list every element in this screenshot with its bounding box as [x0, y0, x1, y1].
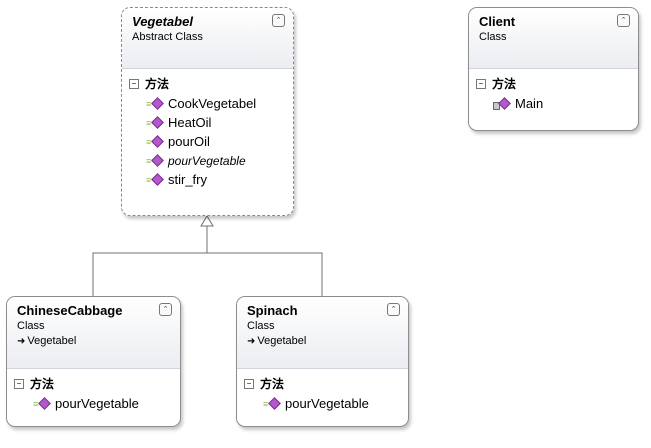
method-label: pourVegetable: [168, 153, 246, 168]
method-list: ≡ pourVegetable: [237, 394, 408, 413]
section-label: 方法: [30, 377, 55, 391]
static-method-icon: [493, 96, 511, 110]
inheritance-arrowhead-icon: [200, 215, 214, 227]
class-kind: Class: [479, 31, 507, 43]
method-item[interactable]: ≡ HeatOil: [146, 113, 293, 132]
method-item[interactable]: Main: [493, 94, 638, 113]
class-header: Client Class ⌃: [469, 8, 638, 69]
class-spinach[interactable]: Spinach Class ➜Vegetabel ⌃ − 方法 ≡ pourVeg…: [236, 296, 409, 427]
inheritance-arrow-icon: ➜: [17, 336, 26, 347]
class-kind: Class: [17, 320, 45, 332]
method-list: ≡ pourVegetable: [7, 394, 180, 413]
inheritance-branch-line: [92, 252, 323, 296]
collapse-chevron-icon[interactable]: ⌃: [159, 303, 172, 316]
method-list: Main: [469, 94, 638, 113]
method-label: CookVegetabel: [168, 96, 257, 111]
class-client[interactable]: Client Class ⌃ − 方法 Main: [468, 7, 639, 131]
class-kind: Abstract Class: [132, 31, 203, 43]
class-header: ChineseCabbage Class ➜Vegetabel ⌃: [7, 297, 180, 369]
collapse-chevron-icon[interactable]: ⌃: [387, 303, 400, 316]
method-item[interactable]: ≡ pourVegetable: [33, 394, 180, 413]
class-chinese-cabbage[interactable]: ChineseCabbage Class ➜Vegetabel ⌃ − 方法 ≡…: [6, 296, 181, 427]
class-name: Vegetabel: [132, 14, 193, 29]
base-class-ref: ➜Vegetabel: [247, 334, 400, 349]
class-name: Client: [479, 14, 516, 29]
methods-section-header[interactable]: − 方法: [237, 369, 408, 394]
method-label: Main: [515, 96, 544, 111]
section-label: 方法: [260, 377, 285, 391]
minus-box-icon[interactable]: −: [244, 378, 254, 389]
base-class-name: Vegetabel: [27, 335, 77, 347]
method-icon: ≡: [146, 153, 164, 167]
minus-box-icon[interactable]: −: [476, 78, 486, 89]
class-kind: Class: [247, 320, 275, 332]
method-label: HeatOil: [168, 115, 212, 130]
method-item[interactable]: ≡ CookVegetabel: [146, 94, 293, 113]
base-class-name: Vegetabel: [257, 335, 307, 347]
class-name: Spinach: [247, 303, 298, 318]
method-icon: ≡: [146, 115, 164, 129]
collapse-chevron-icon[interactable]: ⌃: [272, 14, 285, 27]
method-icon: ≡: [146, 134, 164, 148]
methods-section-header[interactable]: − 方法: [7, 369, 180, 394]
method-label: stir_fry: [168, 172, 207, 187]
methods-section-header[interactable]: − 方法: [122, 69, 293, 94]
section-label: 方法: [145, 77, 170, 91]
method-item[interactable]: ≡ stir_fry: [146, 170, 293, 189]
method-item[interactable]: ≡ pourVegetable: [263, 394, 408, 413]
class-header: Spinach Class ➜Vegetabel ⌃: [237, 297, 408, 369]
base-class-ref: ➜Vegetabel: [17, 334, 172, 349]
method-icon: ≡: [263, 396, 281, 410]
method-label: pourVegetable: [55, 396, 139, 411]
method-item[interactable]: ≡ pourOil: [146, 132, 293, 151]
method-icon: ≡: [146, 96, 164, 110]
method-label: pourOil: [168, 134, 210, 149]
methods-section-header[interactable]: − 方法: [469, 69, 638, 94]
class-name: ChineseCabbage: [17, 303, 123, 318]
class-header: Vegetabel Abstract Class ⌃: [122, 8, 293, 69]
inheritance-arrow-icon: ➜: [247, 336, 256, 347]
class-vegetabel[interactable]: Vegetabel Abstract Class ⌃ − 方法 ≡ CookVeg…: [121, 7, 294, 216]
collapse-chevron-icon[interactable]: ⌃: [617, 14, 630, 27]
method-item-abstract[interactable]: ≡ pourVegetable: [146, 151, 293, 170]
method-icon: ≡: [146, 172, 164, 186]
method-list: ≡ CookVegetabel ≡ HeatOil ≡ pourOil ≡ pourVe…: [122, 94, 293, 189]
minus-box-icon[interactable]: −: [14, 378, 24, 389]
method-icon: ≡: [33, 396, 51, 410]
minus-box-icon[interactable]: −: [129, 78, 139, 89]
method-label: pourVegetable: [285, 396, 369, 411]
section-label: 方法: [492, 77, 517, 91]
